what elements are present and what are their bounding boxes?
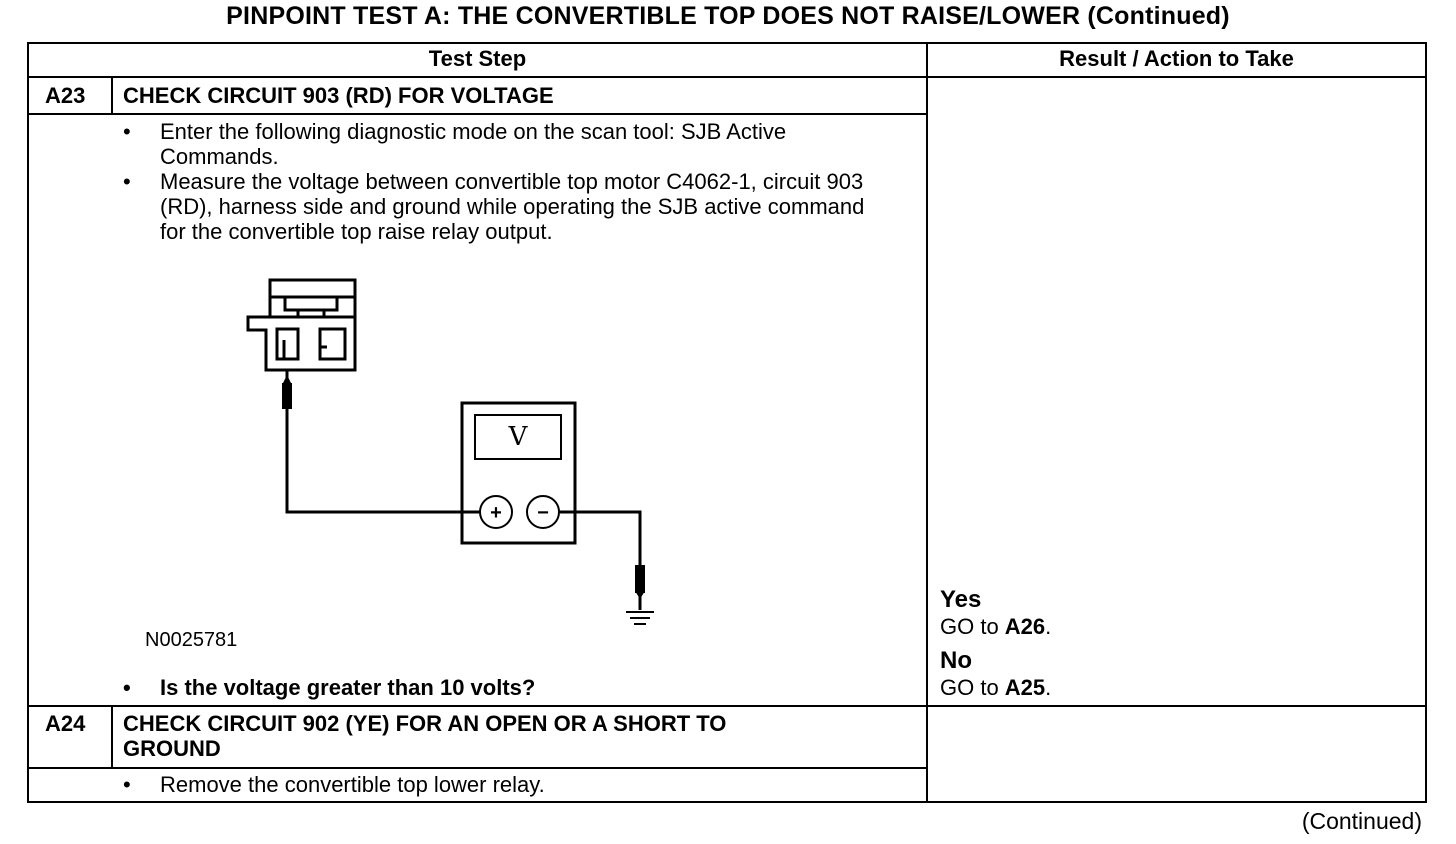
positive-terminal-icon — [479, 495, 513, 529]
list-item: Remove the convertible top lower relay. — [123, 772, 893, 797]
step-id-divider-a24 — [111, 706, 113, 769]
page-title: PINPOINT TEST A: THE CONVERTIBLE TOP DOE… — [226, 2, 1230, 30]
column-divider — [926, 42, 928, 803]
header-test-step: Test Step — [428, 46, 527, 71]
a23-heading-rule — [27, 113, 927, 115]
header-result-action: Result / Action to Take — [1059, 46, 1294, 71]
no-label: No — [940, 647, 972, 674]
plus-label: + — [490, 502, 502, 524]
pinpoint-test-table — [27, 42, 1427, 803]
yes-label: Yes — [940, 586, 982, 613]
multimeter-icon — [460, 401, 577, 545]
a24-heading-rule — [27, 767, 927, 769]
period: . — [1045, 614, 1052, 639]
no-action: GO to A25. — [940, 675, 1051, 700]
ground-icon — [626, 611, 654, 625]
list-item: Enter the following diagnostic mode on t… — [123, 119, 893, 169]
yes-action: GO to A26. — [940, 614, 1051, 639]
continued-footer: (Continued) — [1301, 808, 1422, 834]
step-question: Is the voltage greater than 10 volts? — [123, 675, 893, 700]
a23-bottom-rule — [27, 705, 1427, 707]
figure-id: N0025781 — [145, 629, 238, 651]
connector-icon — [246, 278, 357, 372]
step-heading-line-1: CHECK CIRCUIT 902 (YE) FOR AN OPEN OR A … — [123, 711, 727, 736]
step-instructions: Remove the convertible top lower relay. — [123, 772, 893, 797]
step-id-divider-a23 — [111, 78, 113, 115]
yes-target: A26 — [1004, 614, 1046, 639]
list-item: Measure the voltage between convertible … — [123, 169, 893, 244]
step-id: A23 — [45, 83, 86, 108]
period: . — [1045, 675, 1052, 700]
header-rule — [27, 76, 1427, 78]
step-id: A24 — [45, 711, 86, 736]
voltage-measurement-diagram: V + − — [246, 278, 654, 625]
minus-label: − — [537, 502, 549, 524]
step-heading: CHECK CIRCUIT 903 (RD) FOR VOLTAGE — [123, 83, 554, 108]
list-item: Is the voltage greater than 10 volts? — [123, 675, 893, 700]
no-action-prefix: GO to — [940, 675, 1005, 700]
step-instructions: Enter the following diagnostic mode on t… — [123, 119, 893, 244]
yes-action-prefix: GO to — [940, 614, 1005, 639]
meter-label: V — [508, 422, 529, 452]
step-heading-line-2: GROUND — [123, 736, 221, 761]
no-target: A25 — [1004, 675, 1046, 700]
